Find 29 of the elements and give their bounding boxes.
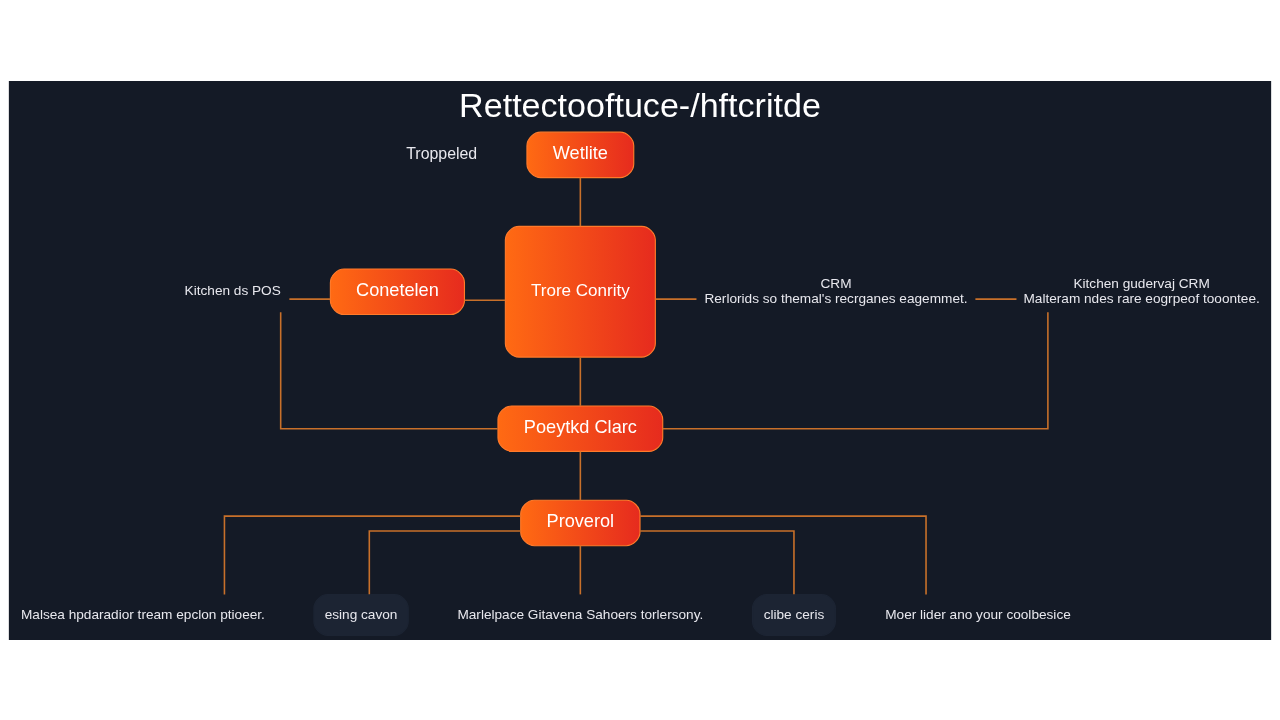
node-box: Trore Conrity	[504, 225, 656, 358]
node-box: clibe ceris	[751, 593, 836, 636]
node-box: Proverol	[520, 499, 641, 546]
node-text: CRM Rerlorids so themal's recrganes eagemmet.	[704, 275, 968, 306]
connector	[974, 297, 1018, 300]
connector	[639, 529, 795, 595]
node-box: Conetelen	[329, 267, 466, 315]
node-text: Marlelpace Gitavena Sahoers torlersony.	[457, 606, 704, 622]
connector	[639, 514, 927, 595]
node-text: Moer lider ano your coolbesice	[885, 606, 1071, 622]
connector	[579, 176, 582, 227]
connector	[654, 297, 698, 300]
connector	[662, 310, 1049, 429]
connector	[463, 299, 507, 301]
connector	[279, 310, 499, 429]
connector	[579, 544, 582, 595]
connector	[579, 356, 582, 407]
node-text: Kitchen gudervaj CRM Malteram ndes rare eogrpeof tooontee.	[1023, 275, 1260, 306]
connector	[368, 529, 522, 595]
node-box: esing cavon	[313, 593, 409, 636]
label: Troppeled	[406, 144, 478, 162]
connector	[579, 450, 582, 501]
node-text: Malsea hpdaradior tream epclon ptioeer.	[20, 606, 265, 622]
node-text: Kitchen ds POS	[184, 282, 281, 298]
connector	[288, 297, 331, 300]
node-box: Poeytkd Clarc	[497, 404, 664, 452]
connector	[223, 514, 522, 595]
diagram-title: Rettectooftuce-/hftcritde	[459, 85, 821, 124]
node-box: Wetlite	[526, 131, 635, 178]
